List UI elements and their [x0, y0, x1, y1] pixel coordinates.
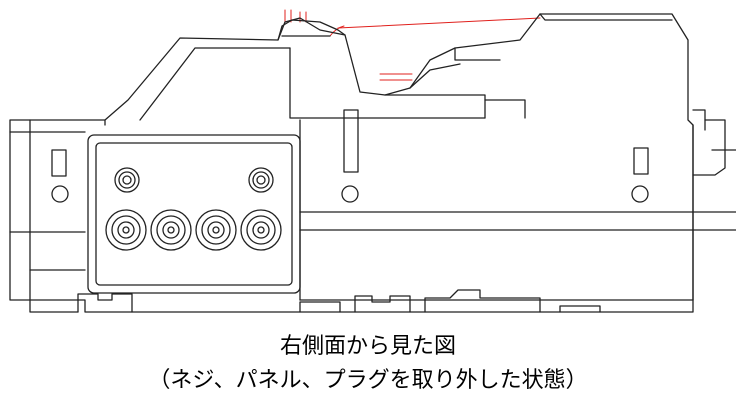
connector-panel: [87, 134, 301, 294]
slot-windows: [51, 109, 649, 177]
bottom-features: [29, 289, 601, 313]
screw-holes: [51, 185, 649, 203]
figure-caption-note: （ネジ、パネル、プラグを取り外した状態）: [148, 368, 588, 393]
dimension-lines: [284, 9, 541, 81]
large-ports: [105, 209, 282, 251]
small-ports: [114, 167, 274, 193]
device-side-view-drawing: [9, 9, 736, 313]
figure-caption-title: 右側面から見た図: [279, 334, 456, 359]
housing-outline: [9, 13, 736, 313]
